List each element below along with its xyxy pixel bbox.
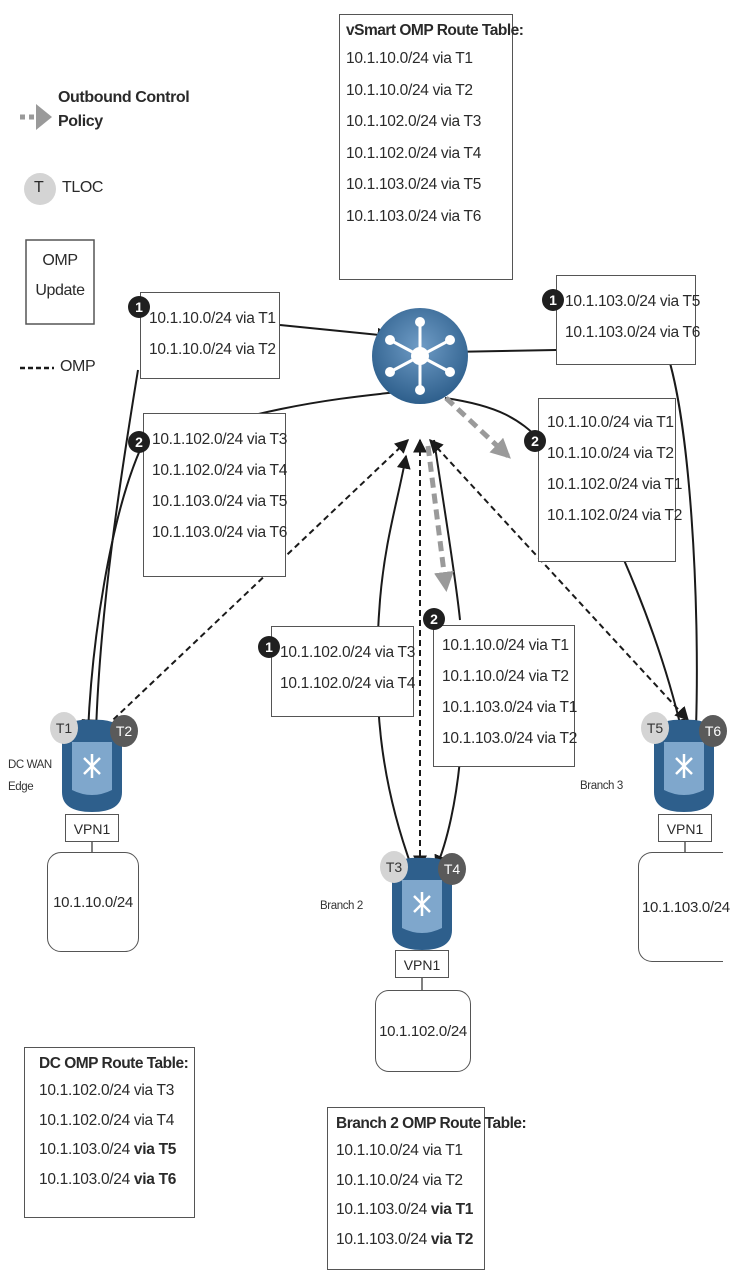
step-badge: 1	[128, 296, 150, 318]
route-row: 10.1.103.0/24 via T6	[39, 1170, 177, 1188]
branch2-table-title: Branch 2 OMP Route Table:	[336, 1115, 527, 1132]
route-row: 10.1.102.0/24 via T4	[39, 1111, 175, 1129]
route-row: 10.1.102.0/24 via T3	[280, 644, 416, 661]
route-row: 10.1.103.0/24 via T2	[442, 730, 578, 747]
route-row: 10.1.102.0/24 via T4	[152, 462, 288, 479]
vpn-connectors	[91, 842, 686, 990]
legend-update-box	[25, 239, 95, 325]
branch2-vpn-label: VPN1	[395, 950, 449, 978]
legend-policy-arrow-icon	[20, 104, 52, 130]
branch2-subnet: 10.1.102.0/24	[375, 990, 471, 1072]
route-row: 10.1.10.0/24 via T1	[346, 50, 473, 67]
tloc-t2-icon: T2	[110, 715, 138, 747]
route-row: 10.1.102.0/24 via T2	[547, 507, 683, 524]
route-row: 10.1.102.0/24 via T1	[547, 476, 683, 493]
route-row: 10.1.103.0/24 via T5	[39, 1141, 177, 1158]
branch3-receive-box: 10.1.10.0/24 via T1 10.1.10.0/24 via T2 …	[538, 398, 683, 562]
dc-vpn-label: VPN1	[65, 814, 119, 842]
route-row: 10.1.10.0/24 via T1	[547, 414, 674, 431]
route-row: 10.1.103.0/24 via T5	[152, 493, 288, 510]
legend-tloc-letter: T	[34, 179, 44, 196]
dc-site-label: DC WAN Edge	[8, 759, 52, 793]
vsmart-table-title: vSmart OMP Route Table:	[346, 22, 524, 39]
route-row: 10.1.102.0/24 via T3	[39, 1082, 175, 1099]
branch2-router-icon	[392, 857, 452, 950]
route-row: 10.1.103.0/24 via T2	[336, 1230, 474, 1248]
route-row: 10.1.103.0/24 via T6	[152, 524, 288, 541]
b3-down-arrow	[623, 559, 686, 734]
b2-down-connector	[433, 439, 461, 621]
route-row: 10.1.102.0/24 via T4	[280, 675, 416, 692]
dc-update-box: 10.1.10.0/24 via T1 10.1.10.0/24 via T2	[140, 292, 280, 379]
route-row: 10.1.10.0/24 via T2	[336, 1171, 463, 1189]
route-row: 10.1.10.0/24 via T1	[149, 310, 276, 327]
tloc-t5-icon: T5	[641, 712, 669, 744]
branch2-site-label: Branch 2	[320, 900, 363, 912]
route-row: 10.1.103.0/24 via T1	[336, 1201, 474, 1218]
step-badge: 1	[258, 636, 280, 658]
branch3-subnet: 10.1.103.0/24	[638, 852, 730, 962]
tloc-t1-icon: T1	[50, 712, 78, 744]
branch2-receive-box: 10.1.10.0/24 via T1 10.1.10.0/24 via T2 …	[433, 625, 578, 767]
b3-up-connector	[665, 349, 698, 729]
branch3-site-label: Branch 3	[580, 780, 623, 792]
route-row: 10.1.102.0/24 via T4	[346, 144, 482, 162]
route-row: 10.1.102.0/24 via T3	[346, 113, 482, 130]
step-badge: 2	[423, 608, 445, 630]
branch2-route-table: Branch 2 OMP Route Table: 10.1.10.0/24 v…	[327, 1107, 527, 1270]
branch2-update-box: 10.1.102.0/24 via T3 10.1.102.0/24 via T…	[271, 626, 416, 717]
dc-up-connector	[95, 369, 139, 733]
route-row: 10.1.10.0/24 via T2	[346, 81, 473, 99]
tloc-t6-icon: T6	[699, 715, 727, 747]
vsmart-route-table: vSmart OMP Route Table: 10.1.10.0/24 via…	[339, 14, 524, 280]
route-row: 10.1.10.0/24 via T2	[149, 341, 276, 358]
route-row: 10.1.10.0/24 via T1	[442, 637, 569, 654]
route-row: 10.1.103.0/24 via T5	[565, 293, 701, 310]
route-row: 10.1.10.0/24 via T2	[547, 445, 674, 462]
legend-policy-label: Outbound Control Policy	[58, 89, 190, 130]
tloc-t4-icon: T4	[438, 853, 466, 885]
tloc-t3-icon: T3	[380, 851, 408, 883]
dc-receive-box: 10.1.102.0/24 via T3 10.1.102.0/24 via T…	[143, 413, 288, 577]
step-badge: 2	[128, 431, 150, 453]
legend-tloc-label: TLOC	[62, 179, 104, 196]
dc-table-title: DC OMP Route Table:	[39, 1055, 189, 1072]
step-badge: 2	[524, 430, 546, 452]
branch3-router-icon	[654, 719, 714, 812]
step-badge: 1	[542, 289, 564, 311]
route-row: 10.1.103.0/24 via T6	[565, 324, 701, 341]
dc-router-icon	[62, 719, 122, 812]
vsmart-controller-icon	[372, 308, 468, 404]
outbound-policy-arrows	[425, 396, 511, 592]
route-row: 10.1.103.0/24 via T5	[346, 176, 482, 193]
legend-tloc-icon	[24, 173, 56, 205]
b2-up-arrow	[376, 454, 413, 869]
dc-up-arrow	[279, 324, 392, 342]
route-row: 10.1.10.0/24 via T2	[442, 668, 569, 685]
route-row: 10.1.103.0/24 via T1	[442, 699, 578, 716]
legend-omp-label: OMP	[60, 358, 96, 375]
dc-route-table: DC OMP Route Table: 10.1.102.0/24 via T3…	[24, 1047, 195, 1218]
route-row: 10.1.103.0/24 via T6	[346, 207, 482, 225]
branch3-vpn-label: VPN1	[658, 814, 712, 842]
dc-subnet: 10.1.10.0/24	[47, 852, 139, 952]
branch3-update-box: 10.1.103.0/24 via T5 10.1.103.0/24 via T…	[556, 275, 701, 365]
b2-down-arrow	[434, 759, 461, 870]
route-row: 10.1.102.0/24 via T3	[152, 431, 288, 448]
omp-session-lines	[94, 438, 689, 870]
legend-update-label: OMP Update	[35, 252, 85, 299]
route-row: 10.1.10.0/24 via T1	[336, 1142, 463, 1159]
